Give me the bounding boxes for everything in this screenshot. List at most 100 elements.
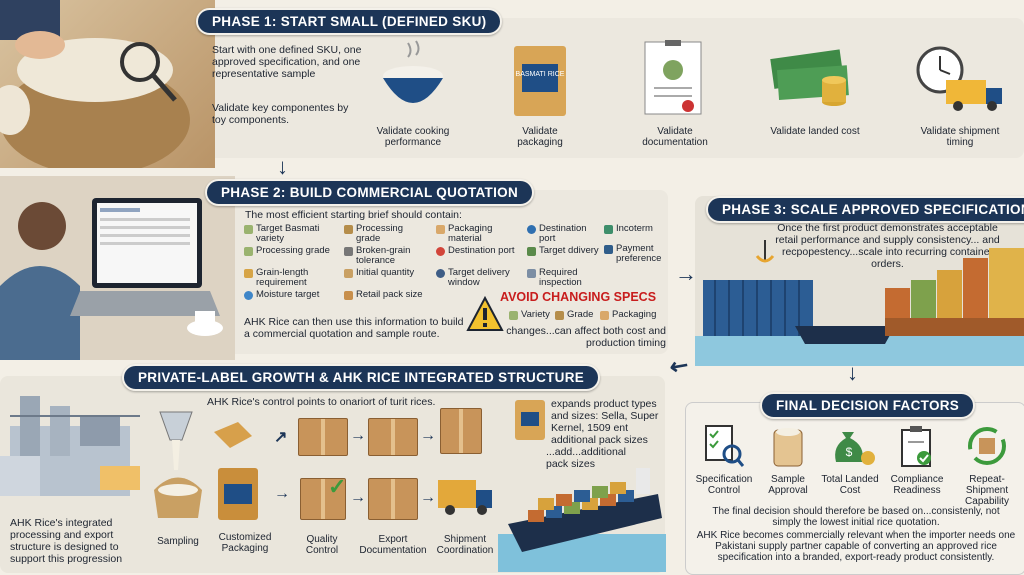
factor-landed-cost: Total Landed Cost (821, 474, 879, 496)
phase1-intro: Start with one defined SKU, one approved… (212, 44, 362, 80)
box-export (368, 478, 418, 520)
flow-arrow-3: → (350, 427, 366, 444)
container-ship-illustration (498, 468, 666, 572)
rice-sack-illustration (0, 0, 190, 168)
phase1-panel (190, 18, 1024, 158)
arrow-phase3-to-final: ↓ (847, 360, 858, 385)
exchange-icon (604, 225, 613, 234)
private-label-expands: expands product types and sizes: Sella, … (551, 398, 659, 446)
factor-repeat: Repeat-Shipment Capability (965, 474, 1009, 507)
sack-icon (344, 269, 353, 278)
factor-sample: Sample Approval (768, 474, 808, 496)
avoid-item-grade: Grade (555, 310, 593, 320)
phase1-label-timing: Validate shipment timing (920, 126, 1000, 148)
flow-arrow-5: → (420, 427, 436, 444)
rice-bag-text: BASMATI RICE (516, 71, 565, 78)
brief-item-packaging: Packaging material (436, 224, 521, 244)
brief-item-quantity: Initial quantity (344, 268, 429, 278)
truck-icon (438, 480, 492, 515)
droplet-icon (244, 291, 253, 300)
step-export-documentation: Export Documentation (359, 534, 427, 556)
wheat-icon (555, 311, 564, 320)
final-text1: The final decision should therefore be b… (712, 506, 1000, 528)
phase1-title: PHASE 1: START SMALL (DEFINED SKU) (196, 8, 503, 35)
document-icon (644, 40, 702, 115)
factor-compliance: Compliance Readiness (890, 474, 944, 496)
grain-icon (244, 247, 253, 256)
flow-arrow-2: → (274, 485, 290, 502)
inspection-icon (527, 269, 536, 278)
globe-icon (527, 225, 536, 234)
phase3-title: PHASE 3: SCALE APPROVED SPECIFICATION (706, 196, 1024, 223)
check-icon: ✓ (328, 474, 347, 499)
phase1-label-documentation: Validate documentation (642, 126, 708, 148)
brief-item-broken: Broken-grain tolerance (344, 246, 429, 266)
pin-icon (436, 247, 445, 256)
rice-bag-icon: BASMATI RICE (514, 46, 566, 116)
phase2-panel (200, 190, 668, 354)
svg-text:$: $ (846, 445, 853, 459)
box-top-3 (440, 408, 482, 454)
brief-item-pack-size: Retail pack size (344, 290, 429, 300)
payment-icon (604, 245, 613, 254)
avoid-item-variety: Variety (509, 310, 550, 320)
avoid-title: AVOID CHANGING SPECS (500, 290, 657, 304)
rice-bowl-icon (383, 40, 443, 103)
box-icon (344, 291, 353, 300)
step-shipment-coordination: Shipment Coordination (436, 534, 494, 556)
clock-truck-icon (916, 46, 1002, 111)
brief-item-payment: Payment preference (604, 244, 666, 264)
wheat-icon (344, 225, 353, 234)
phase2-outro: AHK Rice can then use this information t… (244, 316, 464, 340)
factory-illustration (0, 396, 140, 496)
port-containers-illustration (695, 240, 1024, 366)
tools-icon (344, 247, 353, 256)
final-title: FINAL DECISION FACTORS (760, 392, 976, 419)
private-label-title: PRIVATE-LABEL GROWTH & AHK RICE INTEGRAT… (122, 364, 601, 391)
step-sampling: Sampling (157, 536, 199, 547)
private-label-control: AHK Rice's control points to onariort of… (207, 396, 436, 408)
package-icon (436, 225, 445, 234)
private-label-add: ...add...additional pack sizes (546, 446, 626, 470)
arrow-phase2-to-phase3: → (675, 261, 697, 286)
factor-specification: Specification Control (695, 474, 753, 496)
sample-bag-icon (773, 428, 803, 467)
money-icon (770, 49, 849, 106)
avoid-note: changes...can affect both cost and produ… (506, 325, 666, 349)
step-quality-control: Quality Control (305, 534, 339, 556)
avoid-item-packaging: Packaging (600, 310, 656, 320)
brief-item-delivery: Target delivery window (436, 268, 521, 288)
rice-packs-icon (515, 400, 545, 440)
phase2-title: PHASE 2: BUILD COMMERCIAL QUOTATION (205, 179, 534, 206)
phase1-label-packaging: Validate packaging (517, 126, 563, 148)
ruler-icon (244, 269, 253, 278)
brief-item-processing: Processing grade (344, 224, 429, 244)
phase1-label-cost: Validate landed cost (770, 126, 860, 137)
money-bag-icon: $ (835, 432, 875, 465)
checklist-magnifier-icon (705, 425, 744, 467)
package-icon (600, 311, 609, 320)
brief-item-incoterm: Incoterm (604, 224, 666, 234)
brief-item-dest-port-2: Destination port (527, 224, 602, 244)
clipboard-check-icon (901, 426, 931, 467)
private-label-structure: AHK Rice's integrated processing and exp… (10, 517, 123, 565)
flow-arrow-4: → (350, 489, 366, 506)
clock-icon (436, 269, 445, 278)
phase1-label-cooking: Validate cooking performance (376, 126, 450, 148)
laptop-photo (0, 176, 235, 360)
sampling-illustration (154, 411, 202, 518)
brief-item-variety: Target Basmati variety (244, 224, 334, 244)
customized-packaging-illustration (214, 422, 258, 520)
flow-arrow-1: ↗ (274, 429, 288, 446)
box-top-2 (368, 418, 418, 456)
rice-sack-photo (0, 0, 215, 168)
step-customized-packaging: Customized Packaging (218, 532, 272, 554)
arrow-phase1-to-phase2: ↓ (277, 154, 288, 179)
final-text2: AHK Rice becomes commercially relevant w… (696, 530, 1016, 563)
route-icon (527, 247, 536, 256)
phase2-intro: The most efficient starting brief should… (245, 209, 462, 221)
brief-item-target-delivery: Target ddivery (527, 246, 602, 256)
laptop-illustration (0, 176, 235, 360)
grain-icon (244, 225, 253, 234)
brief-item-grade: Processing grade (244, 246, 334, 256)
